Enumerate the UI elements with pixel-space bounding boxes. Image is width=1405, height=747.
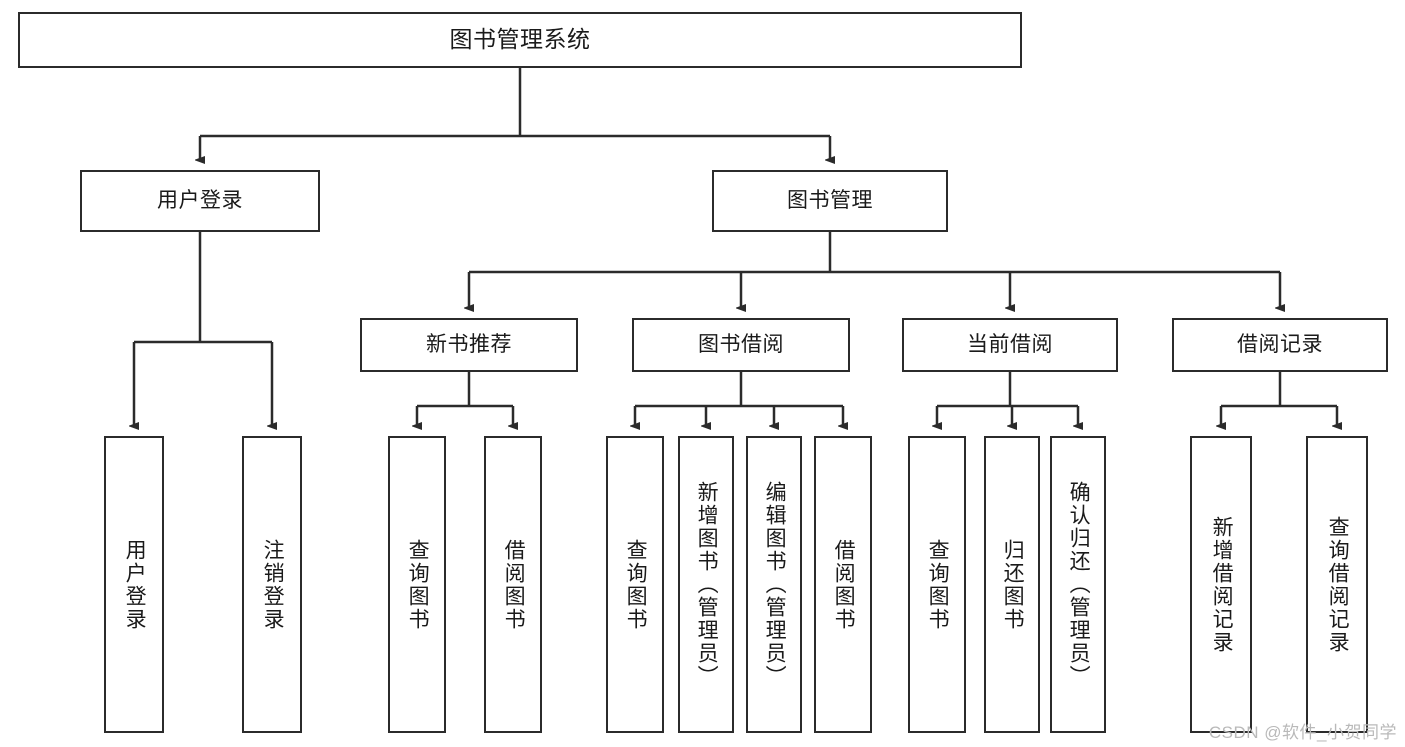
node-leaf-edit-book[interactable]: 编辑图书（管理员） (746, 436, 802, 733)
node-leaf-return-book-label: 归还图书 (1001, 538, 1025, 631)
node-book-borrow[interactable]: 图书借阅 (632, 318, 850, 372)
node-user-login-label: 用户登录 (157, 189, 243, 213)
node-leaf-borrow-book-1[interactable]: 借阅图书 (484, 436, 542, 733)
node-leaf-query-book-1-label: 查询图书 (406, 538, 430, 631)
node-borrow-record[interactable]: 借阅记录 (1172, 318, 1388, 372)
node-leaf-borrow-book-2-label: 借阅图书 (832, 538, 856, 631)
node-leaf-return-book[interactable]: 归还图书 (984, 436, 1040, 733)
node-leaf-query-book-2[interactable]: 查询图书 (606, 436, 664, 733)
node-current-borrow-label: 当前借阅 (967, 333, 1053, 357)
node-leaf-confirm-return-label: 确认归还（管理员） (1067, 481, 1091, 688)
node-leaf-query-book-1[interactable]: 查询图书 (388, 436, 446, 733)
node-book-manage-label: 图书管理 (787, 189, 873, 213)
node-book-manage[interactable]: 图书管理 (712, 170, 948, 232)
node-leaf-edit-book-label: 编辑图书（管理员） (763, 481, 787, 688)
node-leaf-query-record[interactable]: 查询借阅记录 (1306, 436, 1368, 733)
node-borrow-record-label: 借阅记录 (1237, 333, 1323, 357)
node-current-borrow[interactable]: 当前借阅 (902, 318, 1118, 372)
node-leaf-add-record[interactable]: 新增借阅记录 (1190, 436, 1252, 733)
node-leaf-logout-label: 注销登录 (261, 538, 285, 631)
node-leaf-add-book[interactable]: 新增图书（管理员） (678, 436, 734, 733)
node-new-book-recommend-label: 新书推荐 (426, 333, 512, 357)
node-leaf-add-book-label: 新增图书（管理员） (695, 481, 719, 688)
node-new-book-recommend[interactable]: 新书推荐 (360, 318, 578, 372)
node-leaf-query-book-3-label: 查询图书 (926, 538, 950, 631)
node-leaf-query-book-3[interactable]: 查询图书 (908, 436, 966, 733)
node-leaf-borrow-book-2[interactable]: 借阅图书 (814, 436, 872, 733)
node-leaf-user-login[interactable]: 用户登录 (104, 436, 164, 733)
node-root[interactable]: 图书管理系统 (18, 12, 1022, 68)
node-leaf-add-record-label: 新增借阅记录 (1210, 515, 1234, 654)
node-leaf-confirm-return[interactable]: 确认归还（管理员） (1050, 436, 1106, 733)
node-leaf-logout[interactable]: 注销登录 (242, 436, 302, 733)
node-leaf-query-record-label: 查询借阅记录 (1326, 515, 1350, 654)
node-leaf-borrow-book-1-label: 借阅图书 (502, 538, 526, 631)
node-leaf-user-login-label: 用户登录 (123, 538, 147, 631)
node-book-borrow-label: 图书借阅 (698, 333, 784, 357)
node-user-login[interactable]: 用户登录 (80, 170, 320, 232)
node-root-label: 图书管理系统 (449, 26, 591, 53)
node-leaf-query-book-2-label: 查询图书 (624, 538, 648, 631)
